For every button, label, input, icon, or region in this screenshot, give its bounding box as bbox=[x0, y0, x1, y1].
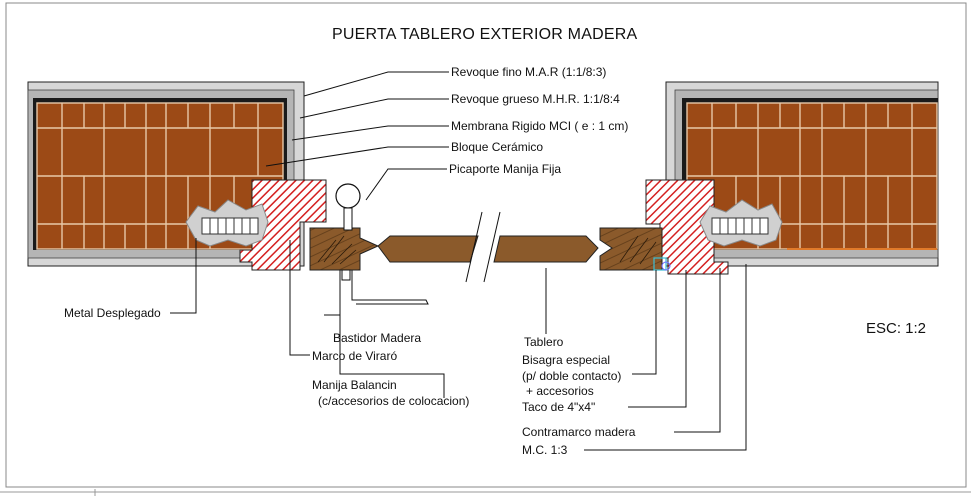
bisagra-marker bbox=[653, 257, 667, 271]
bisagra-pivot bbox=[661, 261, 671, 271]
label-mc: M.C. 1:3 bbox=[522, 443, 568, 457]
label-bisagra-1: Bisagra especial bbox=[522, 353, 610, 367]
label-marco: Marco de Viraró bbox=[312, 349, 397, 363]
picaporte-knob bbox=[335, 183, 361, 209]
drawing-frame bbox=[5, 2, 967, 488]
label-revoque-grueso: Revoque grueso M.H.R. 1:1/8:4 bbox=[451, 92, 620, 106]
label-revoque-fino: Revoque fino M.A.R (1:1/8:3) bbox=[451, 65, 606, 79]
picaporte-stem bbox=[343, 207, 353, 231]
leader-lines bbox=[170, 71, 747, 451]
label-bloque: Bloque Cerámico bbox=[451, 140, 543, 154]
label-bisagra-3: + accesorios bbox=[526, 384, 594, 398]
door-leaf bbox=[309, 183, 671, 283]
label-manija-1: Manija Balancin bbox=[312, 378, 397, 392]
tablero-right bbox=[493, 235, 599, 263]
left-marco-viraro bbox=[239, 179, 327, 271]
label-picaporte: Picaporte Manija Fija bbox=[449, 162, 561, 176]
right-wall bbox=[645, 81, 939, 275]
label-bisagra-2: (p/ doble contacto) bbox=[522, 369, 621, 383]
label-taco: Taco de 4"x4" bbox=[522, 400, 595, 414]
label-metal-desplegado: Metal Desplegado bbox=[64, 306, 161, 320]
left-wall bbox=[27, 81, 327, 271]
manija-stem bbox=[341, 269, 351, 281]
bastidor-right bbox=[599, 227, 663, 271]
label-bastidor: Bastidor Madera bbox=[333, 331, 421, 345]
drawing-title: PUERTA TABLERO EXTERIOR MADERA bbox=[332, 26, 637, 43]
label-tablero: Tablero bbox=[524, 335, 564, 349]
bastidor-left bbox=[309, 227, 380, 271]
break-line-1 bbox=[465, 211, 483, 283]
label-membrana: Membrana Rigido MCI ( e : 1 cm) bbox=[451, 119, 628, 133]
label-contramarco: Contramarco madera bbox=[522, 425, 636, 439]
right-anchor bbox=[711, 217, 769, 235]
scale-label: ESC: 1:2 bbox=[866, 320, 926, 337]
left-anchor bbox=[201, 217, 259, 235]
tablero-left bbox=[377, 235, 479, 263]
label-manija-2: (c/accesorios de colocacion) bbox=[318, 394, 469, 408]
break-line-2 bbox=[483, 211, 501, 283]
